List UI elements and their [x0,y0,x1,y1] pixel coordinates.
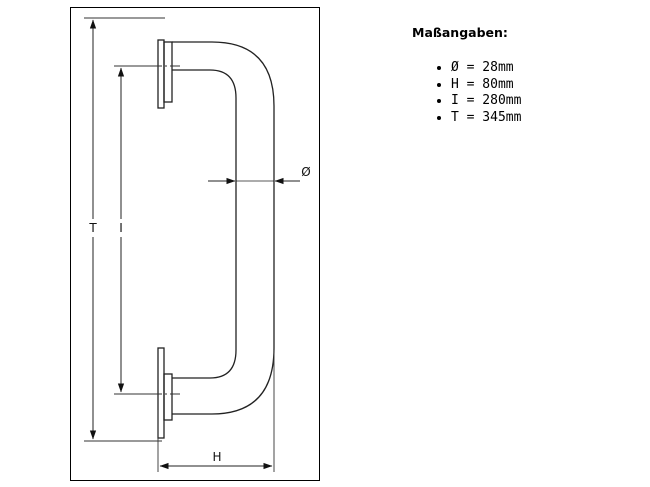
dimension-item-diameter: Ø = 28mm [451,60,642,77]
label-I: I [119,221,123,235]
dimensions-list: Ø = 28mm H = 80mm I = 280mm T = 345mm [412,60,642,126]
label-T: T [88,221,97,235]
dimensions-title: Maßangaben: [412,25,508,40]
handle-inner-outline [172,69,237,379]
handle-diagram: T I H Ø [84,17,311,472]
dimension-item-inner-length: I = 280mm [451,93,642,110]
bottom-mounting-rosette [157,347,173,439]
dimensions-panel: Maßangaben: Ø = 28mm H = 80mm I = 280mm … [412,25,642,126]
dimension-item-total-length: T = 345mm [451,110,642,127]
dimension-item-depth: H = 80mm [451,77,642,94]
label-diameter: Ø [301,165,310,179]
extension-lines [84,17,275,472]
drawing-frame: T I H Ø [70,7,320,481]
center-lines [150,65,180,395]
top-mounting-rosette [157,39,173,109]
label-H: H [212,450,221,464]
handle-outer-outline [172,41,275,415]
